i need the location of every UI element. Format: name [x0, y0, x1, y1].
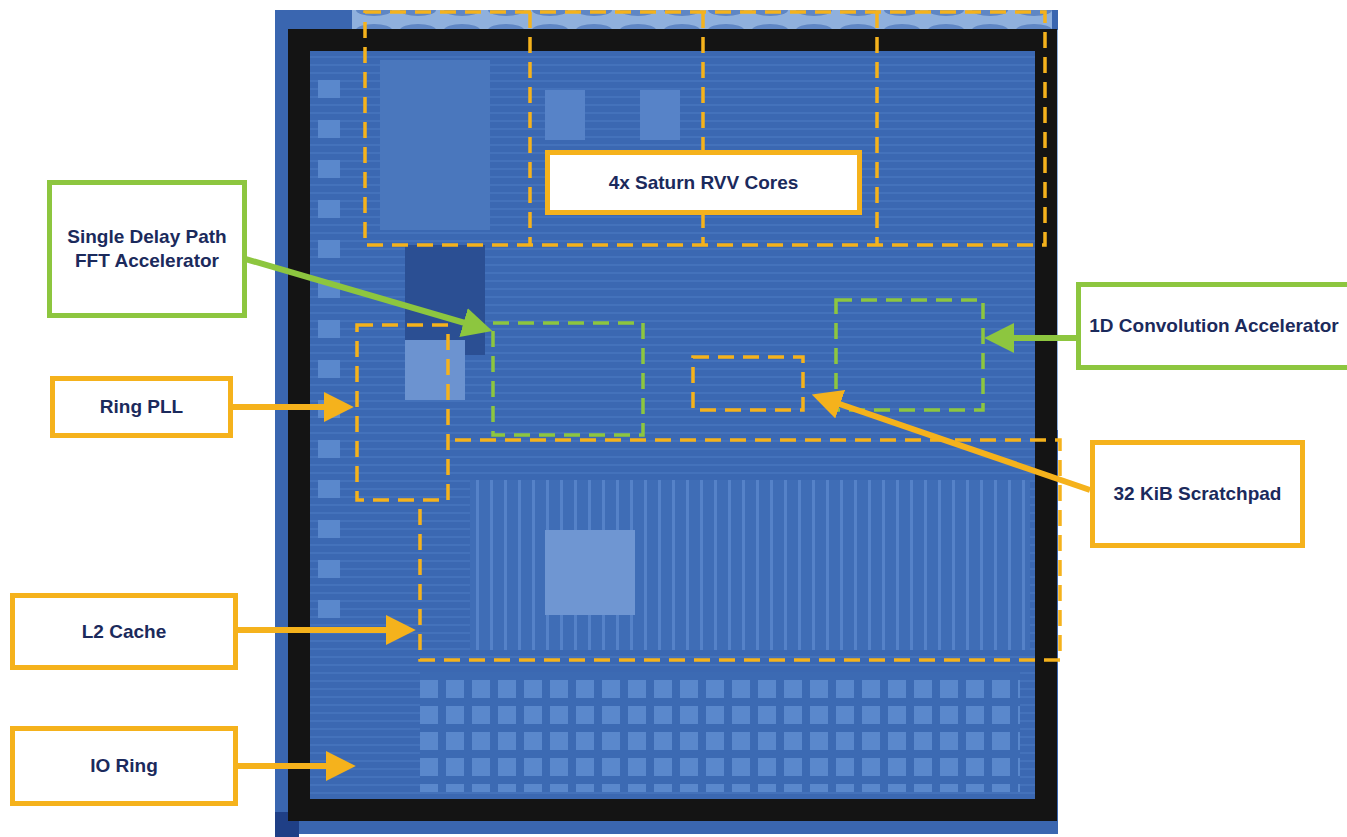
label-box: IO Ring — [10, 726, 238, 806]
label-box: 32 KiB Scratchpad — [1090, 440, 1305, 548]
label-box: L2 Cache — [10, 593, 238, 670]
label-text: Ring PLL — [100, 395, 183, 419]
label-box: Single Delay Path FFT Accelerator — [47, 180, 247, 318]
label-text: Single Delay Path FFT Accelerator — [52, 225, 242, 273]
label-box: 1D Convolution Accelerator — [1076, 282, 1347, 370]
label-text: 4x Saturn RVV Cores — [609, 171, 799, 195]
label-box: 4x Saturn RVV Cores — [545, 150, 862, 215]
label-text: 32 KiB Scratchpad — [1114, 482, 1282, 506]
label-text: 1D Convolution Accelerator — [1089, 314, 1339, 338]
label-box: Ring PLL — [50, 376, 233, 438]
label-text: L2 Cache — [82, 620, 166, 644]
label-text: IO Ring — [90, 754, 158, 778]
